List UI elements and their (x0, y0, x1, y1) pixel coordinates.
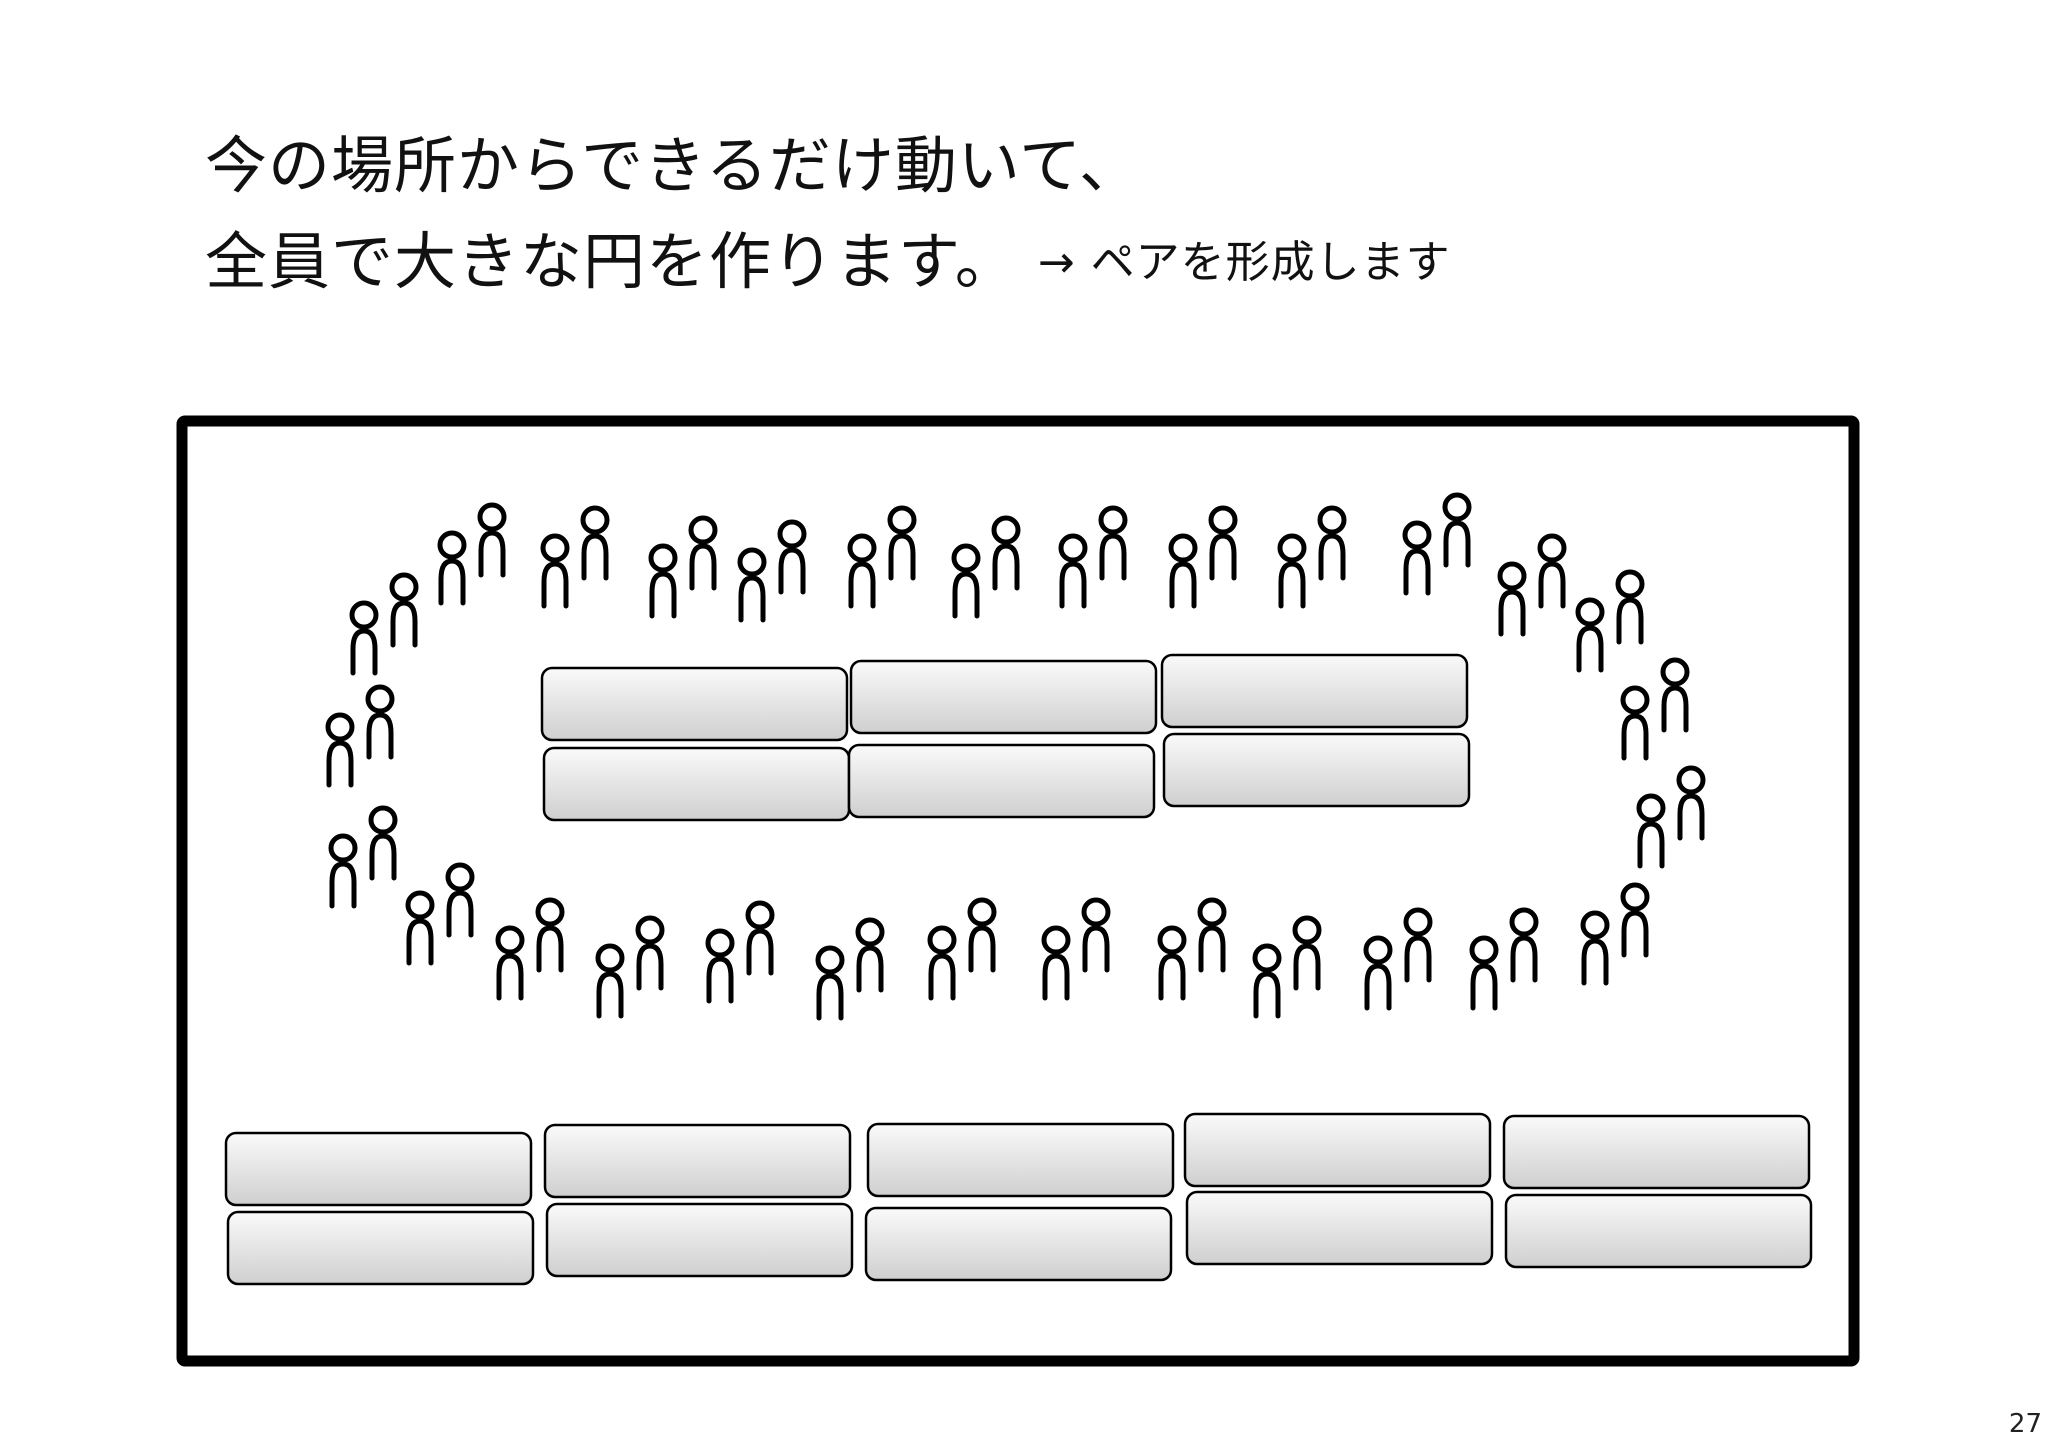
person-icon (1636, 793, 1666, 869)
person-icon (1252, 943, 1282, 1019)
desk (1183, 1112, 1492, 1188)
person-icon (705, 928, 735, 1004)
person-icon (437, 530, 467, 606)
pair-note: → ペアを形成します (1037, 237, 1451, 288)
person-icon (580, 505, 610, 581)
person-icon (847, 533, 877, 609)
desk (543, 1123, 852, 1199)
desk (864, 1206, 1173, 1282)
person-icon (445, 862, 475, 938)
person-icon (1277, 533, 1307, 609)
person-icon (1197, 897, 1227, 973)
person-icon (1620, 685, 1650, 761)
person-icon (1660, 657, 1690, 733)
desk (866, 1122, 1175, 1198)
person-icon (967, 897, 997, 973)
person-icon (1058, 533, 1088, 609)
desk (1162, 732, 1471, 808)
desk (1504, 1193, 1813, 1269)
person-icon (389, 572, 419, 648)
person-icon (815, 945, 845, 1021)
desk (847, 743, 1156, 819)
desk (1502, 1114, 1811, 1190)
person-icon (1208, 505, 1238, 581)
person-icon (737, 547, 767, 623)
desk (542, 746, 851, 822)
person-icon (1157, 925, 1187, 1001)
desk (545, 1202, 854, 1278)
person-icon (535, 897, 565, 973)
title-line-2: 全員で大きな円を作ります。 → ペアを形成します (205, 214, 1451, 311)
person-icon (1403, 907, 1433, 983)
person-icon (1615, 569, 1645, 645)
desk (1185, 1190, 1494, 1266)
person-icon (495, 925, 525, 1001)
person-icon (1575, 597, 1605, 673)
person-icon (365, 684, 395, 760)
person-icon (745, 900, 775, 976)
page-number: 27 (2008, 1409, 2042, 1439)
person-icon (1041, 925, 1071, 1001)
person-icon (405, 890, 435, 966)
people-circle (325, 492, 1706, 1021)
slide-title: 今の場所からできるだけ動いて、 全員で大きな円を作ります。 → ペアを形成します (205, 118, 1451, 311)
person-icon (1402, 520, 1432, 596)
person-icon (927, 925, 957, 1001)
desk-group (224, 653, 1813, 1286)
person-icon (368, 805, 398, 881)
person-icon (688, 515, 718, 591)
person-icon (1363, 935, 1393, 1011)
person-icon (1469, 935, 1499, 1011)
person-icon (648, 543, 678, 619)
desk (849, 659, 1158, 735)
person-icon (328, 833, 358, 909)
desk (1160, 653, 1469, 729)
title-line-1: 今の場所からできるだけ動いて、 (205, 129, 1142, 202)
person-icon (1509, 907, 1539, 983)
person-icon (635, 915, 665, 991)
desk (226, 1210, 535, 1286)
desk (540, 666, 849, 742)
person-icon (855, 917, 885, 993)
person-icon (477, 502, 507, 578)
person-icon (887, 505, 917, 581)
person-icon (1580, 910, 1610, 986)
person-icon (325, 712, 355, 788)
person-icon (951, 543, 981, 619)
person-icon (1620, 882, 1650, 958)
person-icon (1168, 533, 1198, 609)
person-icon (1081, 897, 1111, 973)
person-icon (540, 533, 570, 609)
person-icon (1292, 915, 1322, 991)
person-icon (1497, 561, 1527, 637)
person-icon (1317, 505, 1347, 581)
desk (224, 1131, 533, 1207)
person-icon (349, 600, 379, 676)
person-icon (1676, 765, 1706, 841)
person-icon (1442, 492, 1472, 568)
person-icon (1537, 533, 1567, 609)
person-icon (777, 519, 807, 595)
person-icon (991, 515, 1021, 591)
person-icon (1098, 505, 1128, 581)
person-icon (595, 943, 625, 1019)
title-line-2-text: 全員で大きな円を作ります。 (205, 225, 1018, 298)
